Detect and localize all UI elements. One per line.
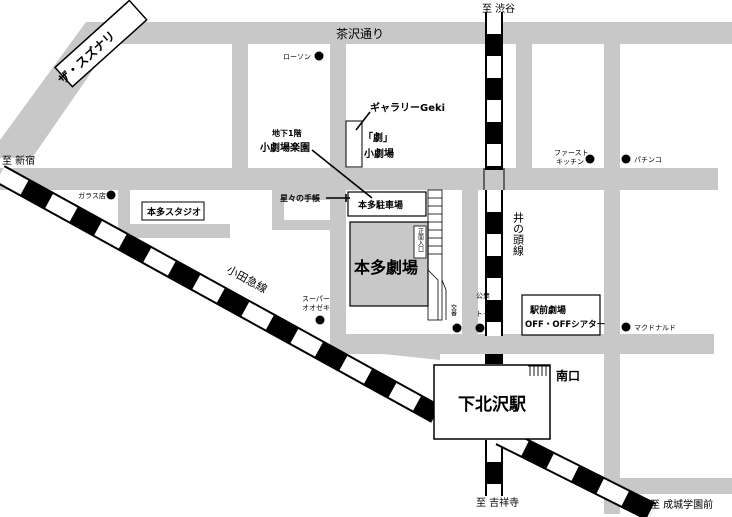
public-toilet-label-line1: 公衆: [476, 291, 490, 300]
geki-label-line2: 小劇場: [363, 147, 394, 160]
dir-shibuya: 至 渋谷: [482, 2, 515, 15]
odakyu-line-track: [0, 165, 657, 517]
road-col-b: [330, 44, 346, 334]
south-exit-stairs: [528, 365, 551, 376]
road-bottom-right: [604, 478, 732, 494]
honda-studio-box: [141, 201, 205, 221]
ekimae-theatre-box: [521, 294, 601, 336]
poi-markers: [106, 51, 631, 333]
glass-shop-label: ガラス店: [78, 191, 106, 200]
station-label: 下北沢駅: [458, 394, 527, 415]
buildings: [53, 0, 601, 440]
first-kitchen-label-line1: ファースト: [554, 149, 589, 157]
station-building: [433, 364, 551, 440]
road-west-lane-bottom: [118, 224, 230, 238]
rakuen-label-line2: 小劇場楽園: [259, 141, 310, 154]
mcdonalds-label: マクドナルド: [634, 324, 676, 332]
pachinko-marker: [621, 154, 631, 164]
south-exit-label: 南口: [556, 368, 580, 383]
public-toilet-label-line2: トイレ: [476, 310, 497, 318]
road-col-a: [232, 44, 248, 168]
dir-shinjuku: 至 新宿: [2, 154, 35, 167]
dir-kichijoji: 至 吉祥寺: [476, 496, 519, 509]
gekijo-building: [345, 120, 363, 168]
geki-label-line1: 「劇」: [363, 131, 393, 144]
inokashira-line-track: [483, 12, 505, 496]
mcdonalds-marker: [621, 322, 631, 332]
first-kitchen-marker: [585, 154, 595, 164]
road-main-horizontal: [0, 168, 718, 190]
lawson-marker: [314, 51, 324, 61]
lawson-label: ローソン: [283, 53, 311, 61]
honda-gekijo-label: 本多劇場: [354, 258, 418, 277]
road-col-c: [462, 190, 478, 340]
road-col-e: [604, 44, 620, 514]
public-toilet-marker: [475, 323, 485, 333]
chazawa-dori-label: 茶沢通り: [336, 26, 384, 41]
ekimae-label-line2: OFF・OFFシアター: [525, 319, 605, 330]
honda-parking-label: 本多駐車場: [358, 199, 403, 211]
gallery-geki-label: ギャラリーGeki: [370, 101, 445, 114]
the-suzunari-sign: [53, 0, 148, 88]
road-honda-lane-inner: [284, 200, 330, 220]
hoshiboshi-label: 星々の手帳: [280, 193, 320, 203]
dir-seijo: 至 成城学園前: [650, 498, 713, 511]
supermarket-marker: [315, 315, 325, 325]
first-kitchen-label-line2: キッチン: [556, 158, 584, 166]
leader-lines: [311, 111, 373, 202]
supermarket-label-line2: オオゼキ: [302, 303, 330, 312]
roads: [0, 22, 732, 514]
honda-studio-label: 本多スタジオ: [147, 206, 201, 218]
honda-parking-box: [347, 191, 427, 217]
entrance-box: [413, 225, 427, 259]
police-box-label: 交番: [450, 303, 457, 317]
inokashira-label: 井の頭線: [512, 211, 525, 256]
glass-shop-marker: [106, 190, 116, 200]
pachinko-label: パチンコ: [634, 156, 662, 164]
ekimae-label-line1: 駅前劇場: [530, 304, 566, 316]
supermarket-label-line1: スーパー: [302, 295, 330, 303]
road-chazawa-dori: [120, 22, 732, 44]
stairs: [427, 189, 447, 321]
entrance-label: 正面入口: [417, 228, 424, 253]
police-box-marker: [452, 323, 462, 333]
road-station-approach: [346, 334, 440, 360]
road-col-d: [516, 44, 532, 168]
rakuen-label-line1: 地下1階: [272, 128, 302, 138]
